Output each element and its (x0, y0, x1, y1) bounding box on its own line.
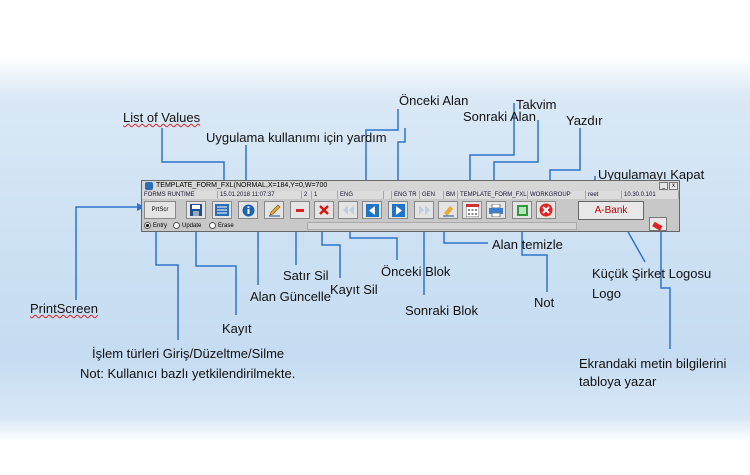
label-onceki-blok: Önceki Blok (381, 264, 451, 279)
pencil-icon (268, 204, 280, 216)
status-field: ENG TR (392, 191, 420, 199)
status-field: WORKGROUP (528, 191, 586, 199)
eraser-icon (442, 205, 454, 216)
close-window-button[interactable]: x (669, 182, 678, 190)
app-icon (145, 182, 153, 190)
delete-row-button[interactable] (290, 201, 310, 219)
delete-record-button[interactable] (314, 201, 334, 219)
label-takvim: Takvim (516, 97, 557, 112)
status-field: 1 (312, 191, 338, 199)
label-alan-temizle: Alan temizle (492, 237, 563, 252)
info-icon (242, 204, 254, 216)
label-kayit: Kayıt (222, 321, 252, 336)
window-title: TEMPLATE_FORM_FXL(NORMAL,X=184,Y=0,W=700 (156, 182, 328, 189)
label-ekrandaki: Ekrandaki metin bilgilerini (579, 356, 727, 371)
company-logo: A-Bank (578, 201, 644, 220)
message-field (307, 222, 577, 230)
previous-field-button[interactable] (362, 201, 382, 219)
status-field: 10.30.0.101 (622, 191, 679, 199)
minimize-button[interactable]: _ (659, 182, 668, 190)
erase-radio-label: Erase (218, 223, 234, 229)
label-kucuk-logo: Küçük Şirket Logosu (592, 266, 712, 281)
title-bar: TEMPLATE_FORM_FXL(NORMAL,X=184,Y=0,W=700… (142, 181, 679, 191)
status-field: ENG (338, 191, 384, 199)
double-left-icon (342, 205, 354, 215)
forms-toolbar-window: TEMPLATE_FORM_FXL(NORMAL,X=184,Y=0,W=700… (141, 180, 680, 232)
clear-field-button[interactable] (438, 201, 458, 219)
erase-radio[interactable] (209, 222, 216, 229)
next-field-button[interactable] (388, 201, 408, 219)
status-field: reet (586, 191, 622, 199)
label-alan-guncelle: Alan Güncelle (250, 289, 331, 304)
calendar-icon (465, 203, 479, 217)
status-field (384, 191, 392, 199)
label-logo: Logo (592, 286, 621, 301)
status-field: BM (444, 191, 458, 199)
label-islem-not: Not: Kullanıcı bazlı yetkilendirilmekte. (80, 366, 296, 381)
label-islem-turleri: İşlem türleri Giriş/Düzeltme/Silme (92, 346, 285, 361)
label-sonraki-blok: Sonraki Blok (405, 303, 478, 318)
status-field: TEMPLATE_FORM_FXL (460, 191, 528, 199)
status-field: 15.01.2018 11:07:37 (218, 191, 302, 199)
write-to-table-button[interactable] (649, 217, 667, 231)
label-kayit-sil: Kayıt Sil (330, 282, 378, 297)
update-radio[interactable] (173, 222, 180, 229)
entry-radio-label: Entry (153, 223, 168, 229)
close-circle-icon (539, 203, 553, 217)
previous-block-button[interactable] (338, 201, 358, 219)
label-sonraki-alan: Sonraki Alan (463, 109, 536, 124)
close-app-button[interactable] (536, 201, 556, 219)
calendar-button[interactable] (462, 201, 482, 219)
printscreen-button[interactable]: PrtScr (144, 201, 176, 219)
save-button[interactable] (186, 201, 206, 219)
list-of-values-button[interactable] (212, 201, 232, 219)
double-right-icon (418, 205, 430, 215)
update-field-button[interactable] (264, 201, 284, 219)
print-button[interactable] (486, 201, 506, 219)
next-block-button[interactable] (414, 201, 434, 219)
arrow-left-icon (365, 203, 379, 217)
floppy-icon (190, 204, 202, 216)
printer-icon (489, 203, 503, 217)
write-icon (652, 221, 663, 231)
label-list-of-values: List of Values (123, 110, 201, 125)
entry-radio[interactable] (144, 222, 151, 229)
status-field: 2 (302, 191, 312, 199)
update-radio-label: Update (182, 223, 202, 229)
status-field: GEN (420, 191, 444, 199)
x-icon (319, 205, 329, 215)
arrow-right-icon (391, 203, 405, 217)
label-not: Not (534, 295, 555, 310)
list-values-icon (215, 204, 229, 216)
label-printscreen: PrintScreen (30, 301, 98, 316)
label-help: Uygulama kullanımı için yardım (206, 130, 387, 145)
label-uygulamayi-kapat: Uygulamayı Kapat (598, 167, 705, 182)
label-yazdir: Yazdır (566, 113, 603, 128)
label-satir-sil: Satır Sil (283, 268, 329, 283)
minus-icon (296, 209, 304, 212)
label-onceki-alan: Önceki Alan (399, 93, 469, 108)
note-icon (516, 204, 528, 216)
note-button[interactable] (512, 201, 532, 219)
label-tabloya-yazar: tabloya yazar (579, 374, 657, 389)
status-bar: FORMS RUNTIME 15.01.2018 11:07:37 2 1 EN… (142, 191, 679, 199)
status-field: FORMS RUNTIME (142, 191, 218, 199)
help-button[interactable] (238, 201, 258, 219)
